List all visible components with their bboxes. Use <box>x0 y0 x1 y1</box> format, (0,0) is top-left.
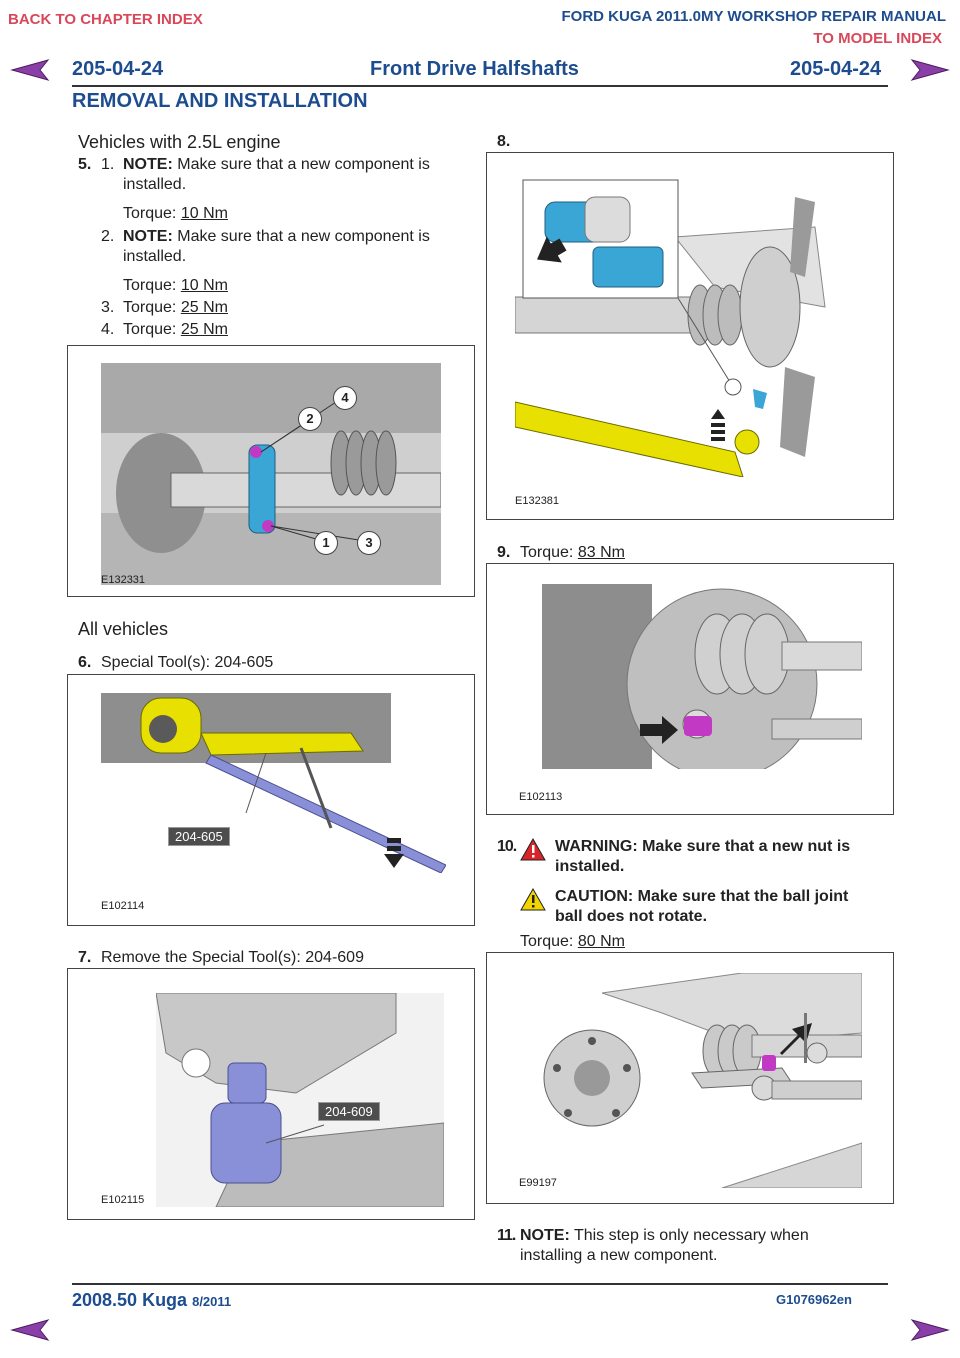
special-tool-204-605-illustration <box>101 693 446 873</box>
header-rule <box>72 85 888 87</box>
substep-1-torque: Torque: 10 Nm <box>123 205 228 222</box>
page-number-right: 205-04-24 <box>790 58 882 80</box>
figure-e99197: E99197 <box>486 952 894 1204</box>
heading-vehicles-2-5l: Vehicles with 2.5L engine <box>78 132 281 152</box>
step-10-torque: Torque: 80 Nm <box>520 933 625 950</box>
substep-4-number: 4. <box>101 321 115 338</box>
callout-4: 4 <box>333 386 357 410</box>
caution-text-cont: ball does not rotate. <box>555 908 708 925</box>
previous-page-arrow-icon[interactable] <box>10 58 50 82</box>
step-11-number: 11. <box>497 1227 516 1244</box>
lower-arm-ball-joint-illustration <box>515 177 885 477</box>
section-title: Front Drive Halfshafts <box>370 58 579 80</box>
substep-1-number: 1. <box>101 156 115 173</box>
tool-label-204-605: 204-605 <box>168 827 230 846</box>
next-page-arrow-icon[interactable] <box>910 1318 950 1342</box>
footer-model: 2008.50 Kuga 8/2011 <box>72 1290 232 1310</box>
figure-code: E102115 <box>101 1194 145 1206</box>
figure-code: E99197 <box>519 1177 557 1189</box>
figure-e132381: E132381 <box>486 152 894 520</box>
warning-text-cont: installed. <box>555 858 625 875</box>
figure-e102115: 204-609 E102115 <box>67 968 475 1220</box>
figure-e132331: 4 2 1 3 E132331 <box>67 345 475 597</box>
to-model-index-link[interactable]: TO MODEL INDEX <box>813 30 942 47</box>
step-7-text: Remove the Special Tool(s): 204-609 <box>101 949 364 966</box>
step-6-text: Special Tool(s): 204-605 <box>101 654 274 671</box>
step-5-number: 5. <box>78 156 92 173</box>
callout-2: 2 <box>298 407 322 431</box>
brake-disc-ball-joint-illustration <box>542 584 862 769</box>
hub-ball-joint-nut-illustration <box>542 973 862 1188</box>
substep-3-torque: Torque: 25 Nm <box>123 299 228 316</box>
caution-text: CAUTION: Make sure that the ball joint <box>555 888 849 905</box>
figure-code: E132381 <box>515 495 560 507</box>
special-tool-204-609-illustration <box>156 993 444 1207</box>
warning-triangle-icon <box>520 838 546 861</box>
page-subtitle: REMOVAL AND INSTALLATION <box>72 90 368 112</box>
step-7-number: 7. <box>78 949 92 966</box>
substep-2-torque: Torque: 10 Nm <box>123 277 228 294</box>
next-page-arrow-icon[interactable] <box>910 58 950 82</box>
warning-text: WARNING: Make sure that a new nut is <box>555 838 851 855</box>
substep-2-note-cont: installed. <box>123 248 187 265</box>
substep-1-note: NOTE: Make sure that a new component is <box>123 156 430 173</box>
page-number-left: 205-04-24 <box>72 58 164 80</box>
manual-title: FORD KUGA 2011.0MY WORKSHOP REPAIR MANUA… <box>561 8 947 25</box>
callout-1: 1 <box>314 531 338 555</box>
footer-doc-id: G1076962en <box>776 1292 852 1307</box>
substep-2-note: NOTE: Make sure that a new component is <box>123 228 430 245</box>
step-10-number: 10. <box>497 838 517 855</box>
figure-code: E102113 <box>519 791 563 803</box>
callout-3: 3 <box>357 531 381 555</box>
step-11-note: NOTE: This step is only necessary when <box>520 1227 809 1244</box>
tool-label-204-609: 204-609 <box>318 1102 380 1121</box>
step-11-note-cont: installing a new component. <box>520 1247 718 1264</box>
substep-1-note-cont: installed. <box>123 176 187 193</box>
footer-rule <box>72 1283 888 1285</box>
figure-e102113: E102113 <box>486 563 894 815</box>
halfshaft-bearing-illustration <box>101 363 441 585</box>
heading-all-vehicles: All vehicles <box>78 619 169 639</box>
substep-3-number: 3. <box>101 299 115 316</box>
step-6-number: 6. <box>78 654 92 671</box>
substep-2-number: 2. <box>101 228 115 245</box>
step-8-number: 8. <box>497 133 511 150</box>
step-9-torque: Torque: 83 Nm <box>520 544 625 561</box>
figure-e102114: 204-605 E102114 <box>67 674 475 926</box>
figure-code: E132331 <box>101 574 146 586</box>
figure-code: E102114 <box>101 900 145 912</box>
substep-4-torque: Torque: 25 Nm <box>123 321 228 338</box>
direction-arrow-icon <box>384 838 404 868</box>
step-9-number: 9. <box>497 544 511 561</box>
back-to-chapter-index-link[interactable]: BACK TO CHAPTER INDEX <box>8 11 203 28</box>
previous-page-arrow-icon[interactable] <box>10 1318 50 1342</box>
caution-triangle-icon <box>520 888 546 911</box>
